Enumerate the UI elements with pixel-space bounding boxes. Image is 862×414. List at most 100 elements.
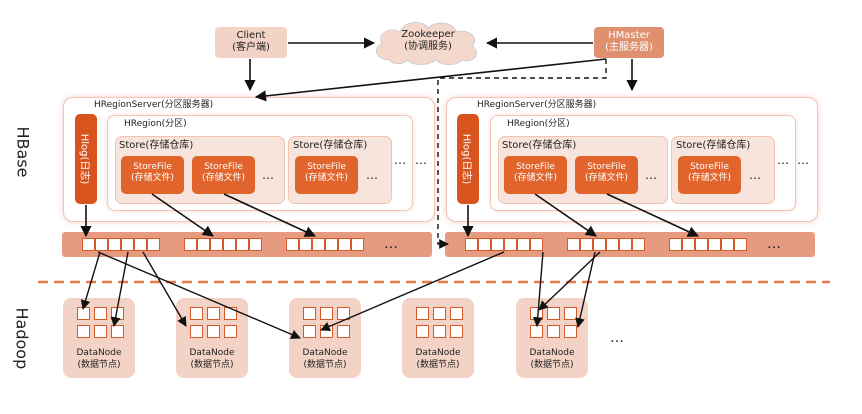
- storefile-sublabel: (存储文件): [201, 173, 246, 183]
- storefile-bar-arrow: [606, 193, 700, 237]
- block-cell: [108, 238, 121, 251]
- storefile-bar-arrow: [534, 193, 597, 237]
- block-cell: [249, 238, 262, 251]
- datanode-5[interactable]: DataNode (数据节点): [516, 298, 588, 378]
- block-cell: [564, 325, 577, 338]
- block-cell: [517, 238, 530, 251]
- block-cell: [351, 238, 364, 251]
- block-cell: [606, 238, 619, 251]
- block-cell: [504, 238, 517, 251]
- region-server-2-title: HRegionServer(分区服务器): [477, 100, 597, 110]
- storefile-sublabel: (存储文件): [130, 173, 175, 183]
- storefile-label: StoreFile: [133, 162, 172, 172]
- storefile-sublabel: (存储文件): [584, 173, 629, 183]
- block-cell: [299, 238, 312, 251]
- block-cell: [223, 238, 236, 251]
- block-cell: [207, 325, 220, 338]
- block-datanode-arrow: [80, 251, 101, 310]
- block-cell: [450, 325, 463, 338]
- storefile-1a-2[interactable]: StoreFile (存储文件): [192, 156, 255, 194]
- client-label: Client: [236, 30, 266, 41]
- datanode-label: DataNode: [529, 348, 575, 358]
- region-server-2-ellipsis: …: [797, 153, 810, 167]
- datanode-3[interactable]: DataNode (数据节点): [289, 298, 361, 378]
- hmaster-label: HMaster: [608, 30, 650, 41]
- block-cell: [147, 238, 160, 251]
- store-1b-ellipsis: …: [366, 168, 379, 182]
- client-box[interactable]: Client (客户端): [215, 27, 287, 58]
- store-2b-title: Store(存储仓库): [676, 140, 751, 151]
- block-cell: [416, 307, 429, 320]
- datanode-label: DataNode: [302, 348, 348, 358]
- store-1a-title: Store(存储仓库): [119, 140, 194, 151]
- block-cell: [632, 238, 645, 251]
- block-bar-1-ellipsis: …: [384, 236, 399, 252]
- store-1a-ellipsis: …: [262, 168, 275, 182]
- block-cell: [320, 307, 333, 320]
- zookeeper-label: Zookeeper: [401, 29, 455, 40]
- hregion-1-title: HRegion(分区): [124, 119, 187, 129]
- storefile-2a-1[interactable]: StoreFile (存储文件): [504, 156, 567, 194]
- store-2b-ellipsis: …: [749, 168, 762, 182]
- hmaster-sublabel: (主服务器): [605, 42, 653, 53]
- client-sublabel: (客户端): [232, 42, 270, 53]
- block-datanode-arrow: [538, 251, 601, 311]
- block-cell: [530, 238, 543, 251]
- storefile-sublabel: (存储文件): [513, 173, 558, 183]
- block-cell: [682, 238, 695, 251]
- region-2-ellipsis: …: [777, 153, 790, 167]
- block-cell: [134, 238, 147, 251]
- block-cell: [303, 325, 316, 338]
- storefile-label: StoreFile: [516, 162, 555, 172]
- storefile-1b-1[interactable]: StoreFile (存储文件): [295, 156, 358, 194]
- block-cell: [337, 325, 350, 338]
- store-2a-ellipsis: …: [645, 168, 658, 182]
- storefile-1a-1[interactable]: StoreFile (存储文件): [121, 156, 184, 194]
- store-1b-title: Store(存储仓库): [293, 140, 368, 151]
- block-cell: [416, 325, 429, 338]
- block-cell: [312, 238, 325, 251]
- block-cell: [184, 238, 197, 251]
- block-cell: [567, 238, 580, 251]
- block-cell: [82, 238, 95, 251]
- block-cell: [708, 238, 721, 251]
- block-bar-1: …: [62, 232, 432, 257]
- block-cell: [95, 238, 108, 251]
- block-bar-2: …: [445, 232, 815, 257]
- datanode-label: DataNode: [189, 348, 235, 358]
- storefile-bar-arrow: [223, 193, 317, 237]
- storefile-label: StoreFile: [204, 162, 243, 172]
- storefile-2b-1[interactable]: StoreFile (存储文件): [678, 156, 741, 194]
- hregion-2-title: HRegion(分区): [507, 119, 570, 129]
- hlog-2: Hlog(日志): [457, 114, 479, 204]
- block-cell: [433, 307, 446, 320]
- datanode-label: DataNode: [76, 348, 122, 358]
- block-cell: [593, 238, 606, 251]
- block-cell: [619, 238, 632, 251]
- block-cell: [236, 238, 249, 251]
- hmaster-box[interactable]: HMaster (主服务器): [594, 27, 664, 58]
- storefile-2a-2[interactable]: StoreFile (存储文件): [575, 156, 638, 194]
- block-cell: [491, 238, 504, 251]
- storefile-sublabel: (存储文件): [687, 173, 732, 183]
- block-cell: [669, 238, 682, 251]
- block-cell: [465, 238, 478, 251]
- block-cell: [224, 325, 237, 338]
- region-server-1-title: HRegionServer(分区服务器): [94, 100, 214, 110]
- block-cell: [77, 325, 90, 338]
- storefile-label: StoreFile: [690, 162, 729, 172]
- block-cell: [121, 238, 134, 251]
- datanode-sublabel: (数据节点): [77, 360, 121, 370]
- zookeeper-cloud-icon[interactable]: [368, 18, 488, 68]
- block-cell: [547, 325, 560, 338]
- datanode-sublabel: (数据节点): [303, 360, 347, 370]
- storefile-label: StoreFile: [587, 162, 626, 172]
- block-cell: [207, 307, 220, 320]
- datanode-4[interactable]: DataNode (数据节点): [402, 298, 474, 378]
- block-cell: [433, 325, 446, 338]
- block-cell: [338, 238, 351, 251]
- block-cell: [286, 238, 299, 251]
- datanode-label: DataNode: [415, 348, 461, 358]
- block-bar-2-ellipsis: …: [767, 236, 782, 252]
